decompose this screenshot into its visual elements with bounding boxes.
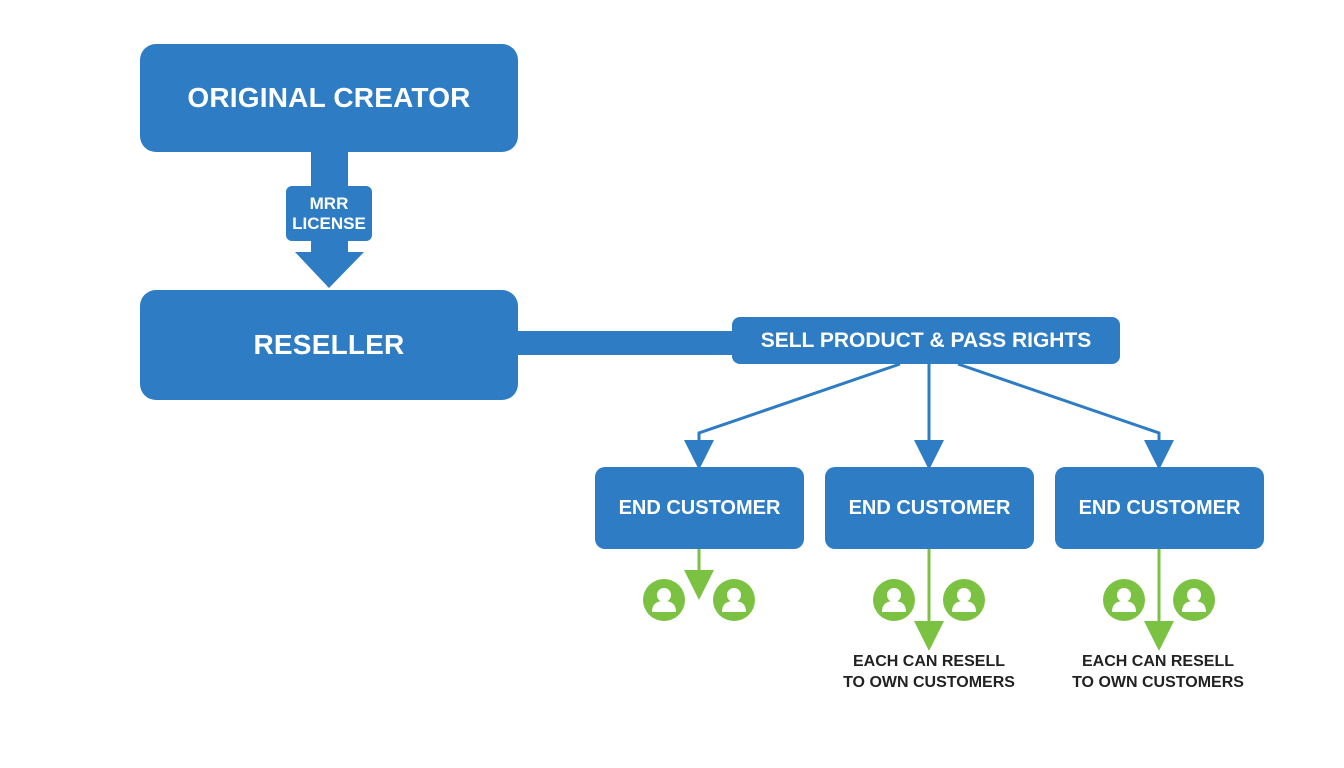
resell-note: EACH CAN RESELL TO OWN CUSTOMERS: [809, 651, 1049, 693]
mrr-license-line1: MRR: [309, 193, 349, 213]
end-customer-node: END CUSTOMER: [825, 467, 1034, 549]
person-icon: [1173, 579, 1215, 621]
customer-avatars: [643, 579, 1215, 621]
end-customer-label: END CUSTOMER: [848, 496, 1011, 519]
resell-note: EACH CAN RESELL TO OWN CUSTOMERS: [1038, 651, 1278, 693]
person-icon: [943, 579, 985, 621]
person-icon: [713, 579, 755, 621]
mrr-license-badge: MRR LICENSE: [286, 186, 372, 241]
end-customer-node: END CUSTOMER: [1055, 467, 1264, 549]
sell-product-label: SELL PRODUCT & PASS RIGHTS: [760, 328, 1092, 352]
resell-note-line2: TO OWN CUSTOMERS: [843, 674, 1015, 691]
original-creator-label: ORIGINAL CREATOR: [187, 82, 471, 113]
resell-note-line2: TO OWN CUSTOMERS: [1072, 674, 1244, 691]
person-icon: [643, 579, 685, 621]
reseller-label: RESELLER: [253, 329, 405, 360]
resell-arrows: [684, 549, 1174, 651]
person-icon: [1103, 579, 1145, 621]
end-customer-label: END CUSTOMER: [1078, 496, 1241, 519]
original-creator-node: ORIGINAL CREATOR: [140, 44, 518, 152]
resell-note-line1: EACH CAN RESELL: [852, 653, 1005, 670]
end-customer-label: END CUSTOMER: [618, 496, 781, 519]
sell-branch-arrows: [684, 362, 1174, 470]
person-icon: [873, 579, 915, 621]
mrr-license-line2: LICENSE: [292, 213, 366, 233]
reseller-node: RESELLER: [140, 290, 518, 400]
reseller-to-sell-connector: [516, 331, 736, 355]
sell-product-node: SELL PRODUCT & PASS RIGHTS: [732, 317, 1120, 364]
resell-note-line1: EACH CAN RESELL: [1081, 653, 1234, 670]
end-customer-node: END CUSTOMER: [595, 467, 804, 549]
